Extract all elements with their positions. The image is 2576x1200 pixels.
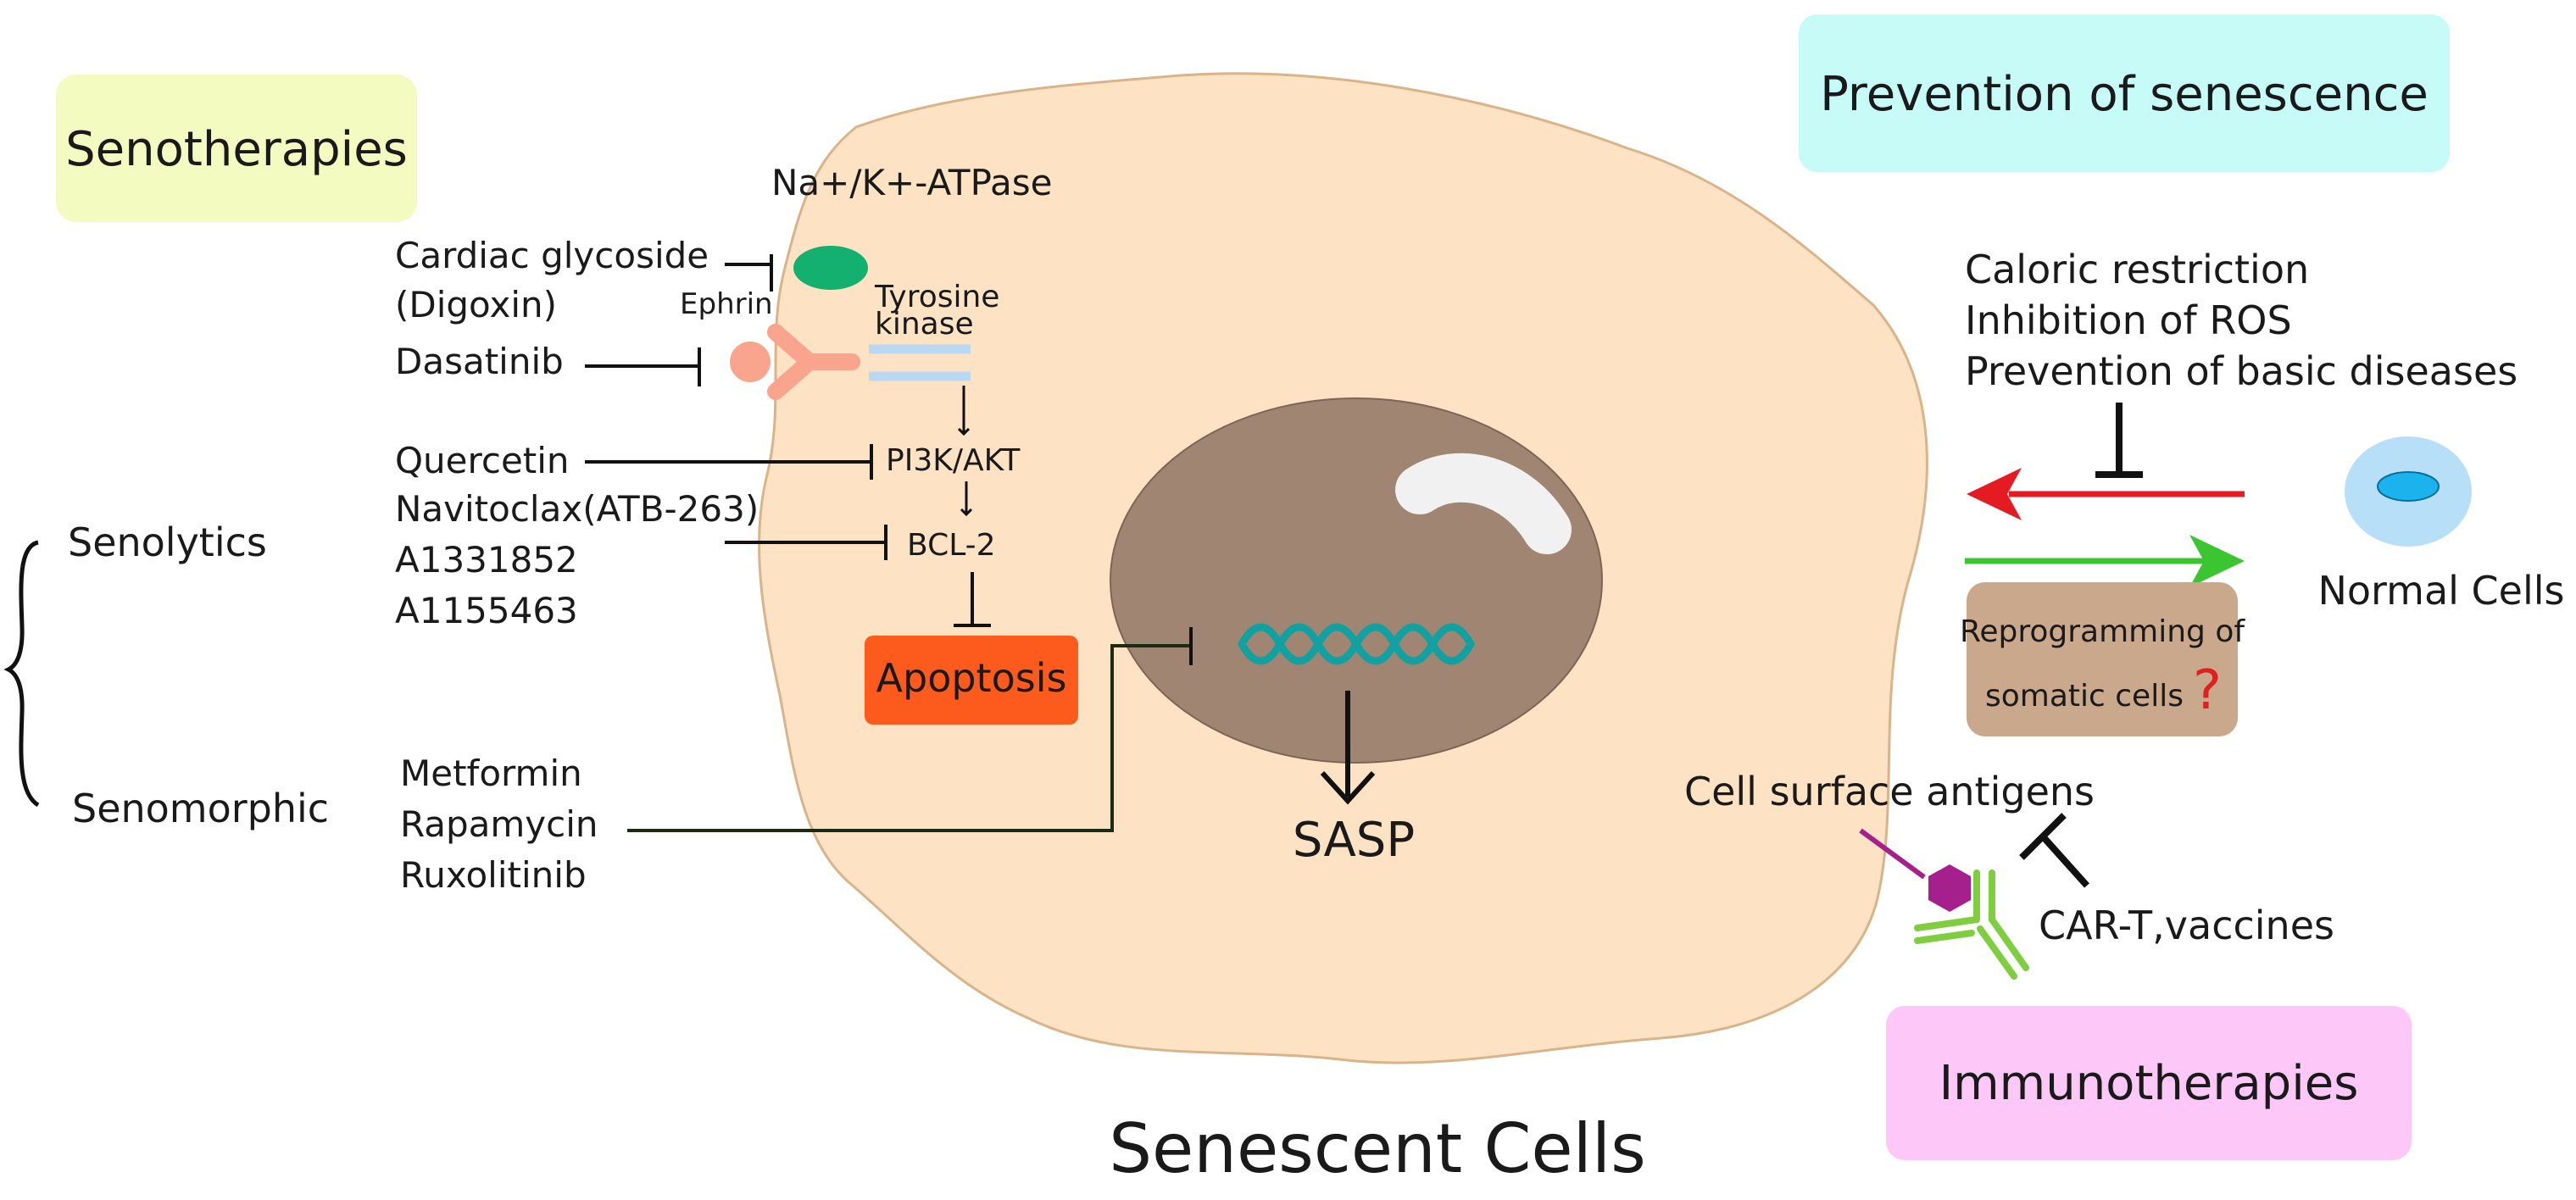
caloric-restriction-label: Caloric restriction xyxy=(1965,247,2309,292)
dna-helix-icon xyxy=(1238,623,1475,665)
dasatinib-inhibition-line xyxy=(585,347,701,386)
navitoclax-label: Navitoclax(ATB-263) xyxy=(395,488,759,530)
normal-cells-label: Normal Cells xyxy=(2317,568,2564,614)
prevention-box xyxy=(1799,14,2450,172)
quercetin-label: Quercetin xyxy=(395,440,570,481)
cardiac-glycoside-inhibition-line xyxy=(725,254,773,292)
apoptosis-label: Apoptosis xyxy=(876,655,1067,701)
rapamycin-label: Rapamycin xyxy=(400,803,598,845)
normal-cell-nucleus-icon xyxy=(2377,471,2440,502)
antibody-icon xyxy=(1914,869,2029,980)
antigen-icon xyxy=(1859,828,1971,912)
reprogramming-arrow-green xyxy=(1965,535,2245,587)
cardiac-glycoside-label: Cardiac glycoside xyxy=(395,235,709,276)
senescence-arrow-red xyxy=(1967,468,2245,520)
cell-surface-antigens-label: Cell surface antigens xyxy=(1684,769,2095,814)
senomorphic-label: Senomorphic xyxy=(72,786,329,831)
quercetin-inhibition-line xyxy=(585,444,873,480)
senolytics-label: Senolytics xyxy=(68,519,267,565)
ephrin-label: Ephrin xyxy=(680,287,773,321)
a1155463-label: A1155463 xyxy=(395,590,578,631)
inhibition-ros-label: Inhibition of ROS xyxy=(1965,297,2292,343)
a1331852-label: A1331852 xyxy=(395,539,578,581)
bcl2-label: BCL-2 xyxy=(907,528,996,563)
reprogramming-line2: somatic cells xyxy=(1985,679,2184,714)
tyrosine-kinase-icon xyxy=(869,344,971,381)
senotherapies-label: Senotherapies xyxy=(65,122,408,177)
car-t-inhibition-line xyxy=(2019,813,2089,888)
question-mark: ? xyxy=(2193,659,2222,722)
sasp-label: SASP xyxy=(1293,813,1415,868)
ruxolitinib-label: Ruxolitinib xyxy=(400,854,587,896)
bcl2-inhibition-line xyxy=(954,572,991,627)
immunotherapies-box xyxy=(1886,1006,2412,1160)
immunotherapies-label: Immunotherapies xyxy=(1939,1056,2359,1111)
prevention-basic-diseases-label: Prevention of basic diseases xyxy=(1965,348,2518,394)
prevention-label: Prevention of senescence xyxy=(1820,67,2429,122)
classification-brace xyxy=(3,540,40,808)
navitoclax-inhibition-line xyxy=(725,525,887,560)
pi3k-akt-label: PI3K/AKT xyxy=(886,443,1021,478)
tyrosine-label: Tyrosine xyxy=(874,280,999,314)
sasp-arrow xyxy=(1320,691,1376,805)
na-k-atpase-label: Na+/K+-ATPase xyxy=(771,162,1053,203)
senescent-cells-title: Senescent Cells xyxy=(1109,1109,1646,1188)
senomorphic-inhibition-line xyxy=(627,627,1193,832)
digoxin-label: (Digoxin) xyxy=(395,284,557,325)
senotherapies-box xyxy=(56,75,417,222)
metformin-label: Metformin xyxy=(400,753,582,794)
reprogramming-box xyxy=(1967,582,2238,736)
dasatinib-label: Dasatinib xyxy=(395,341,564,382)
kinase-label: kinase xyxy=(875,307,974,342)
ephrin-ligand-icon xyxy=(730,342,771,382)
prevention-inhibition-line xyxy=(2095,403,2143,478)
nucleolus xyxy=(1395,453,1572,554)
apoptosis-box xyxy=(865,636,1078,725)
na-k-atpase-icon xyxy=(793,246,868,290)
nucleus xyxy=(1110,397,1603,764)
ephrin-receptor-icon xyxy=(767,324,860,400)
car-t-vaccines-label: CAR-T,vaccines xyxy=(2039,903,2334,948)
reprogramming-line1: Reprogramming of xyxy=(1960,614,2245,649)
